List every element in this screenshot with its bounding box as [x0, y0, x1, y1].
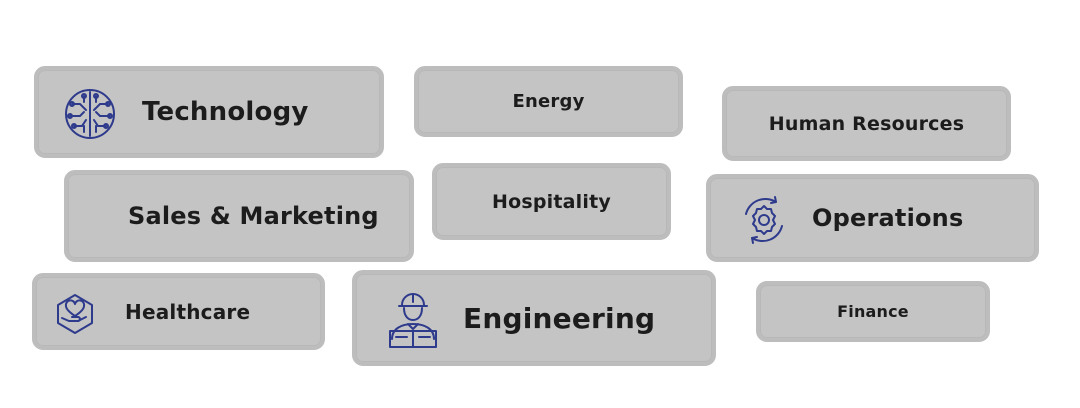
gear-cycle-icon [738, 194, 790, 246]
tag-sales-marketing[interactable]: Sales & Marketing [64, 170, 414, 262]
tag-energy-label: Energy [512, 91, 585, 112]
tag-hospitality-label: Hospitality [492, 190, 611, 213]
tag-operations[interactable]: Operations [706, 174, 1039, 262]
tag-healthcare[interactable]: Healthcare [32, 273, 325, 350]
tag-healthcare-label: Healthcare [125, 299, 251, 324]
heart-hand-icon [53, 292, 97, 336]
tag-finance-label: Finance [837, 302, 909, 321]
tag-operations-label: Operations [812, 204, 964, 232]
tag-energy[interactable]: Energy [414, 66, 683, 137]
circuit-brain-icon [62, 86, 118, 142]
tag-human-resources-label: Human Resources [768, 112, 965, 135]
tag-sales-marketing-label: Sales & Marketing [128, 202, 379, 230]
tag-engineering[interactable]: Engineering [352, 270, 716, 366]
tag-technology-label: Technology [142, 97, 309, 127]
tag-finance[interactable]: Finance [756, 281, 990, 342]
tag-technology[interactable]: Technology [34, 66, 384, 158]
tag-hospitality[interactable]: Hospitality [432, 163, 671, 240]
engineer-icon [386, 289, 440, 349]
tag-engineering-label: Engineering [463, 301, 656, 335]
tag-human-resources[interactable]: Human Resources [722, 86, 1011, 161]
